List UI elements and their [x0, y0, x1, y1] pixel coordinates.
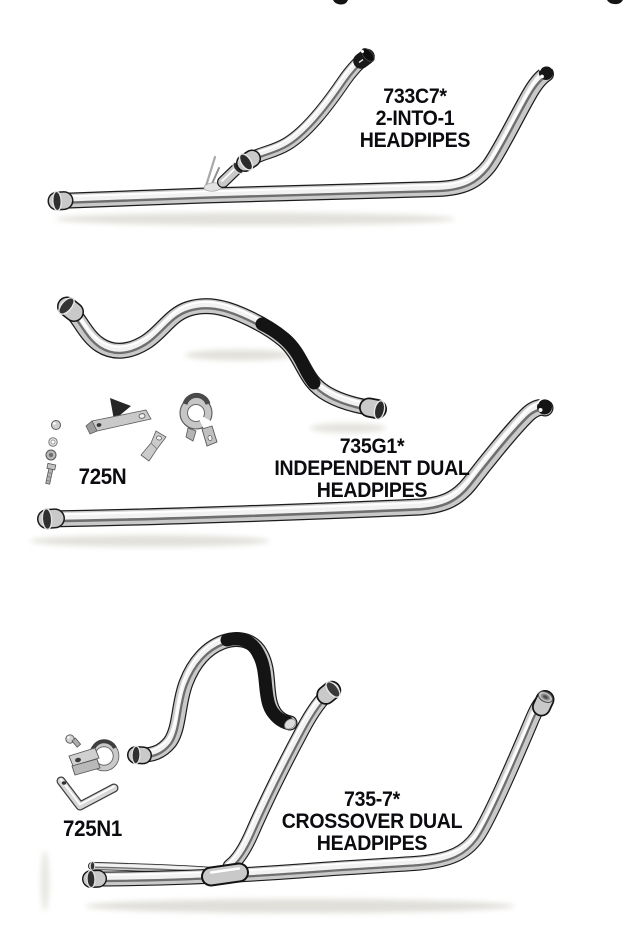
hardware-kit-label-725n: 725N	[78, 464, 127, 489]
exhaust-clamp	[179, 393, 224, 449]
headpipes-733c7-photo	[47, 48, 553, 212]
mount-bracket	[85, 398, 152, 435]
product-description-line: INDEPENDENT DUAL	[274, 457, 470, 480]
main-headpipe	[47, 64, 553, 212]
product-description-line: 2-INTO-1	[375, 107, 455, 130]
fastener-washer	[48, 437, 58, 447]
fastener-bolt	[45, 462, 57, 485]
cast-shadows	[30, 212, 515, 913]
headpipes-735-7-photo	[56, 636, 555, 889]
product-part-number: 733C7*	[383, 85, 447, 108]
crossover-front-headpipe	[127, 636, 298, 765]
hardware-kit-725n	[45, 393, 224, 485]
hardware-kit-725n1	[56, 734, 120, 811]
hardware-kit-label-725n1: 725N1	[63, 816, 122, 841]
front-headpipe	[236, 48, 375, 172]
diagonal-headpipe	[227, 680, 342, 867]
l-bracket	[140, 430, 167, 462]
product-description-line: HEADPIPES	[359, 129, 471, 152]
p-clamp	[68, 739, 120, 776]
product-label-735-7: 735-7* CROSSOVER DUAL HEADPIPES	[270, 789, 475, 855]
v-bracket	[56, 776, 119, 811]
front-serpentine-headpipe	[57, 296, 387, 420]
collector-junction	[203, 155, 244, 192]
fastener-acorn-nut	[51, 420, 61, 430]
cropped-image-fragments	[333, 0, 623, 5]
headpipes-735g1-photo	[37, 296, 552, 531]
fastener-screw	[65, 734, 82, 748]
rear-lower-headpipe	[82, 690, 555, 889]
junction-collar	[201, 862, 249, 887]
product-description-line: HEADPIPES	[316, 479, 428, 502]
product-label-735g1: 735G1* INDEPENDENT DUAL HEADPIPES	[270, 436, 475, 502]
product-description-line: CROSSOVER DUAL	[281, 810, 463, 833]
rear-headpipe	[37, 397, 552, 531]
product-part-number: 735G1*	[339, 435, 405, 458]
product-label-733c7: 733C7* 2-INTO-1 HEADPIPES	[322, 86, 508, 152]
product-part-number: 735-7*	[344, 788, 400, 811]
product-description-line: HEADPIPES	[316, 832, 428, 855]
fastener-nut	[45, 449, 57, 461]
